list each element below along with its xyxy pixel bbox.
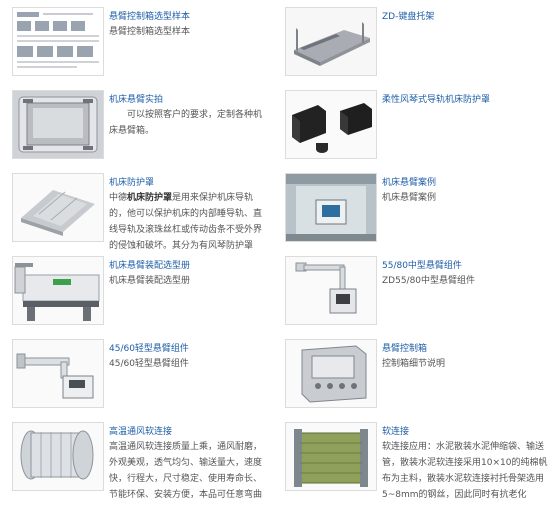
product-card[interactable]: 机床悬臂案例 机床悬臂案例 [282, 166, 552, 246]
product-title[interactable]: ZD-键盘托架 [382, 12, 435, 22]
machine-case-icon [286, 174, 376, 241]
product-title[interactable]: 45/60轻型悬臂组件 [109, 344, 189, 354]
desc-prefix: 中德 [109, 193, 128, 203]
product-card[interactable]: 机床悬臂实拍 可以按照客户的要求，定制各种机床悬臂箱。 [0, 83, 270, 163]
product-title[interactable]: 高温通风软连接 [109, 427, 173, 437]
product-card[interactable]: 机床悬臂装配选型册 机床悬臂装配选型册 [0, 249, 270, 329]
product-title[interactable]: 机床悬臂案例 [382, 178, 437, 188]
product-desc: 机床悬臂装配选型册 [109, 276, 191, 286]
thumbnail[interactable] [285, 173, 377, 242]
product-title[interactable]: 机床悬臂实拍 [109, 95, 164, 105]
thumbnail[interactable] [285, 256, 377, 325]
product-title[interactable]: 机床悬臂装配选型册 [109, 261, 191, 271]
product-title[interactable]: 悬臂控制箱 [382, 344, 428, 354]
thumbnail[interactable] [12, 173, 104, 242]
product-card[interactable]: 软连接 软连接应用：水泥散装水泥伸缩袋、输送管，散装水泥软连接采用10×10的纯… [282, 415, 552, 500]
product-desc: 软连接应用：水泥散装水泥伸缩袋、输送管，散装水泥软连接采用10×10的纯棉帆布为… [382, 442, 548, 500]
product-card[interactable]: 55/80中型悬臂组件 ZD55/80中型悬臂组件 [282, 249, 552, 329]
product-desc: 控制箱细节说明 [382, 359, 446, 369]
catalog-sheet-icon [13, 8, 103, 75]
thumbnail[interactable] [12, 256, 104, 325]
flex-duct-icon [13, 423, 103, 490]
product-card[interactable]: 高温通风软连接 高温通风软连接质量上乘，通风耐磨，外观美观，透气均匀、输送量大，… [0, 415, 270, 500]
thumbnail[interactable] [12, 90, 104, 159]
product-card[interactable]: 机床防护罩 中德机床防护罩是用来保护机床导轨的，他可以保护机床的内部睡导轨、直线… [0, 166, 270, 251]
product-desc: 高温通风软连接质量上乘，通风耐磨，外观美观，透气均匀、输送量大，速度快，行程大，… [109, 442, 263, 500]
thumbnail[interactable] [285, 90, 377, 159]
product-desc: ZD55/80中型悬臂组件 [382, 276, 476, 286]
product-title[interactable]: 机床防护罩 [109, 178, 155, 188]
desc-body: 是用来保护机床导轨的，他可以保护机床的内部睡导轨、直线导轨及滚珠丝杠或传动齿条不… [109, 193, 263, 251]
product-title[interactable]: 悬臂控制箱选型样本 [109, 12, 191, 22]
thumbnail[interactable] [12, 339, 104, 408]
product-card[interactable]: 45/60轻型悬臂组件 45/60轻型悬臂组件 [0, 332, 270, 412]
thumbnail[interactable] [12, 7, 104, 76]
product-card[interactable]: 柔性风琴式导轨机床防护罩 [282, 83, 552, 163]
desc-keyword: 机床防护罩 [127, 193, 173, 203]
thumbnail[interactable] [285, 339, 377, 408]
medium-arm-icon [286, 257, 376, 324]
product-desc: 机床悬臂案例 [382, 193, 437, 203]
machine-enclosure-photo-icon [13, 91, 103, 158]
control-box-icon [286, 340, 376, 407]
product-desc: 中德机床防护罩是用来保护机床导轨的，他可以保护机床的内部睡导轨、直线导轨及滚珠丝… [109, 190, 269, 251]
product-desc: 悬臂控制箱选型样本 [109, 27, 191, 37]
product-card[interactable]: 悬臂控制箱选型样本 悬臂控制箱选型样本 [0, 0, 270, 80]
bellows-cover-icon [286, 91, 376, 158]
thumbnail[interactable] [285, 7, 377, 76]
product-card[interactable]: ZD-键盘托架 [282, 0, 552, 80]
product-card[interactable]: 悬臂控制箱 控制箱细节说明 [282, 332, 552, 412]
product-title[interactable]: 55/80中型悬臂组件 [382, 261, 462, 271]
keyboard-tray-icon [286, 8, 376, 75]
machine-assembly-icon [13, 257, 103, 324]
product-desc: 可以按照客户的要求，定制各种机床悬臂箱。 [109, 110, 263, 136]
steel-cover-icon [13, 174, 103, 241]
thumbnail[interactable] [285, 422, 377, 491]
thumbnail[interactable] [12, 422, 104, 491]
product-title[interactable]: 柔性风琴式导轨机床防护罩 [382, 95, 491, 105]
product-title[interactable]: 软连接 [382, 427, 410, 437]
product-desc: 45/60轻型悬臂组件 [109, 359, 189, 369]
light-arm-icon [13, 340, 103, 407]
soft-connector-icon [286, 423, 376, 490]
